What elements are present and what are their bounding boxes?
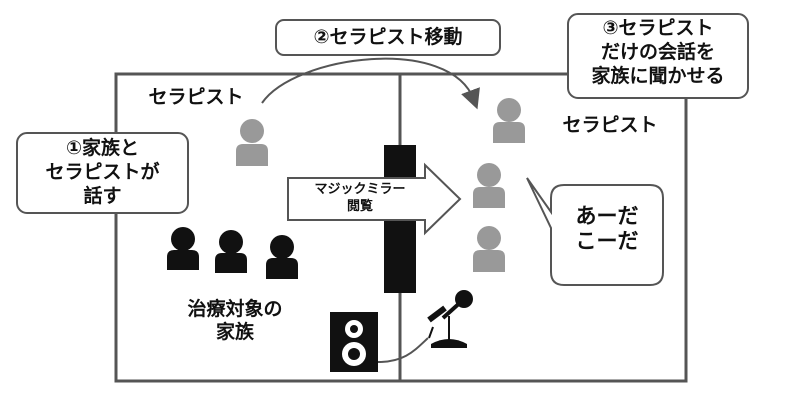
audio-cable (377, 337, 429, 363)
therapist-move-curve (261, 57, 480, 110)
speech-bubble-shape (526, 177, 664, 286)
therapist-right-person-icon (473, 163, 505, 208)
mirror-arrow-label-2: 閲覧 (346, 199, 373, 214)
speaker-icon (330, 312, 378, 372)
speech-bubble-text: あーだ こーだ (575, 204, 639, 254)
family-caption: 治療対象の 家族 (187, 298, 283, 343)
callout-step1-text: ①家族と セラピストが 話す (45, 137, 160, 207)
callout-step2-text: ②セラピスト移動 (313, 26, 463, 48)
callout-step3-box (567, 13, 749, 99)
callout-step2-box (275, 19, 501, 56)
mirror-view-arrow (287, 162, 462, 236)
microphone-icon (427, 290, 473, 348)
therapist-left-person-icon (236, 119, 268, 166)
family-member-person-icon (215, 230, 247, 273)
family-member-person-icon (167, 227, 199, 270)
therapist-right-person-icon (473, 226, 505, 272)
therapist-right-label: セラピスト (562, 114, 658, 136)
family-member-person-icon (266, 235, 298, 279)
callout-step3-text: ③セラピスト だけの会話を 家族に聞かせる (591, 17, 725, 87)
therapist-right-person-icon (493, 98, 525, 143)
therapist-left-label: セラピスト (148, 86, 244, 108)
callout-step1-box (16, 132, 189, 214)
mirror-arrow-label-1: マジックミラー (314, 182, 406, 197)
